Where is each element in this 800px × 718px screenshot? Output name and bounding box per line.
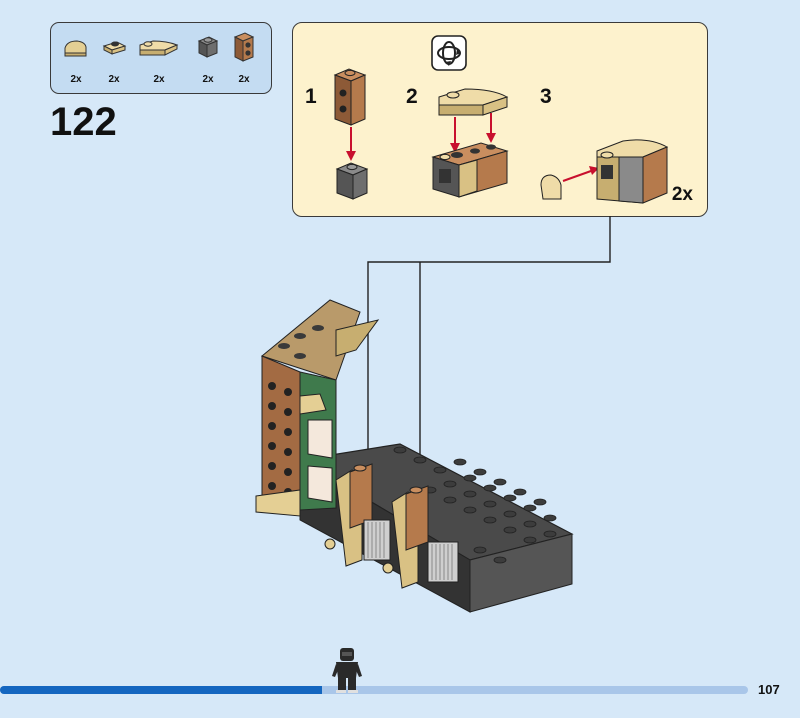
minifigure-progress-icon (330, 646, 364, 694)
callout-connector-line (368, 216, 610, 462)
page-number: 107 (758, 682, 780, 697)
progress-fill (0, 686, 322, 694)
main-model-illustration (0, 0, 800, 680)
